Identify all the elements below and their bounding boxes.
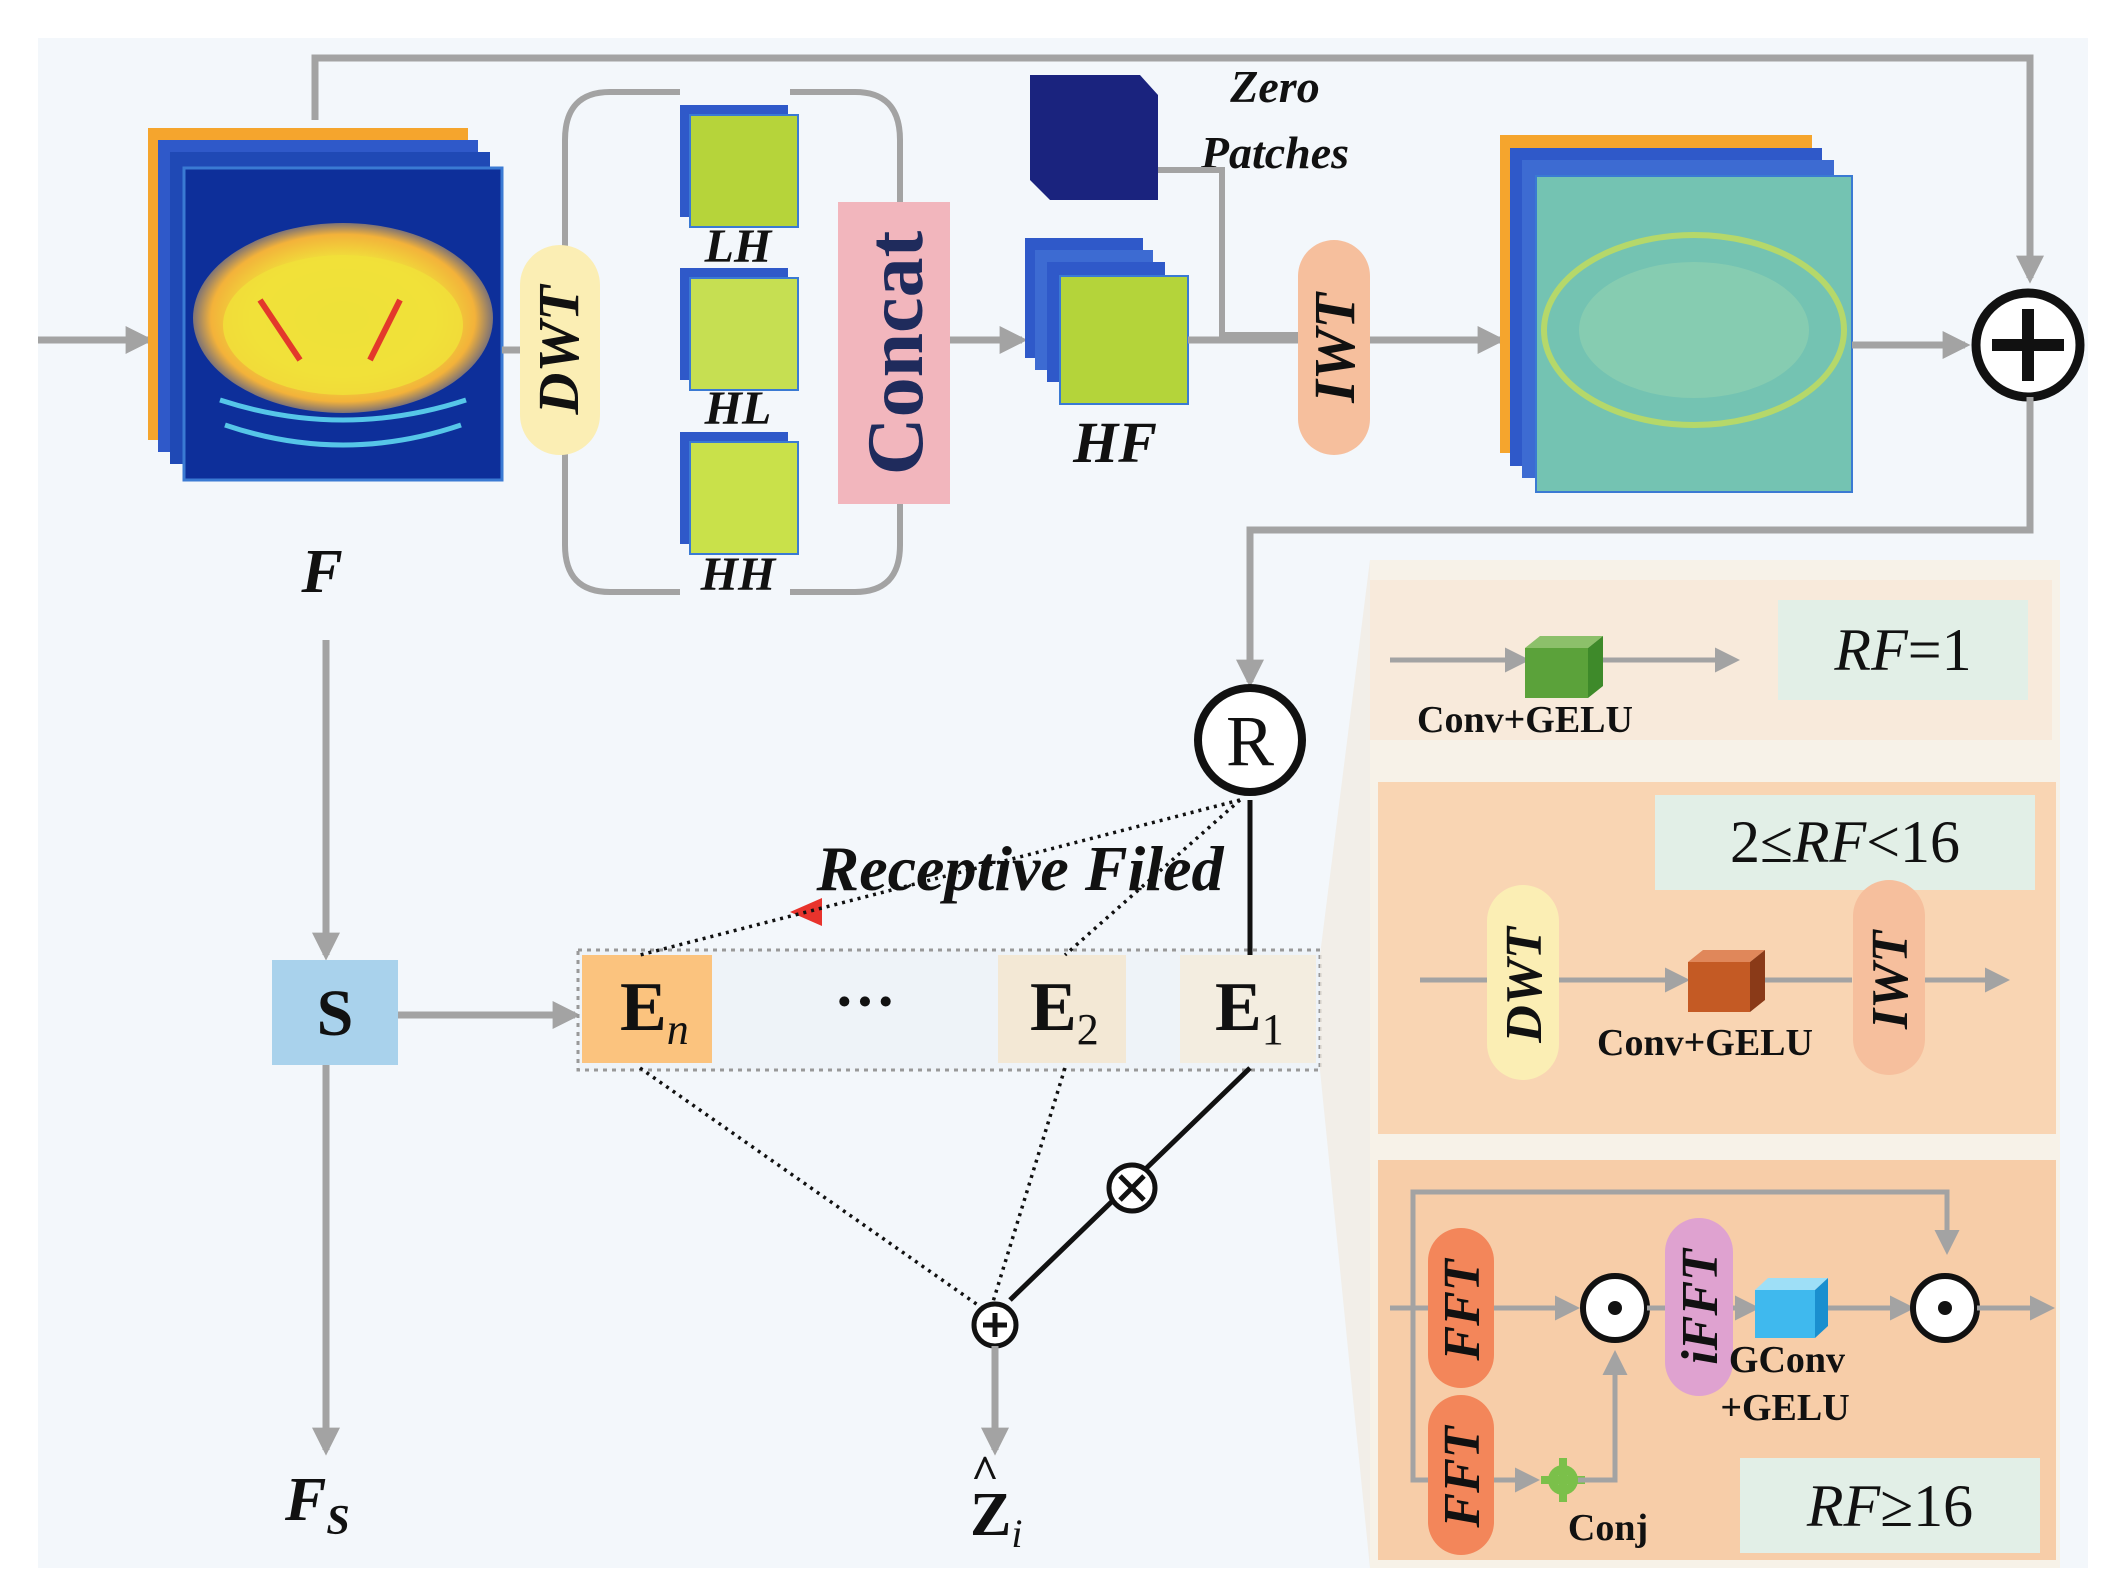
z-label: Zi: [970, 1481, 1022, 1556]
expert-en-sub: n: [667, 1005, 689, 1054]
panel-rf2-dwt-pill: [1487, 885, 1559, 1080]
iwt-label: IWT: [1302, 291, 1367, 404]
skip-connection-line: [311, 54, 2044, 284]
fs-label: FS: [284, 1466, 350, 1544]
feature-map-stack-f: [148, 128, 504, 482]
expert-e1-main: E: [1215, 969, 1262, 1046]
panel-rf2-suffix: <16: [1866, 809, 1960, 875]
hf-label: HF: [1072, 410, 1157, 475]
concat-label: Concat: [852, 230, 940, 475]
receptive-field-label: Receptive Filed: [816, 833, 1225, 904]
panel-rf2-iwt-label: IWT: [1862, 929, 1919, 1030]
panel-rf2-label: 2≤RF<16: [1730, 809, 1960, 875]
panel-rf1-box: [1778, 600, 2028, 700]
fs-sub: S: [326, 1498, 349, 1544]
panel-rf3-gconv-label-2: +GELU: [1720, 1387, 1849, 1429]
hh-label: HH: [700, 548, 777, 601]
panel-rf1-suffix: =1: [1908, 617, 1972, 683]
combine-dotted-lines: [638, 1066, 1067, 1312]
expert-e2: [998, 955, 1126, 1063]
ellipsis-label: ···: [834, 968, 896, 1036]
hf-feature-stack: [1025, 238, 1189, 405]
r-circle-icon: R: [1194, 684, 1306, 796]
multiply-circle-icon: [1106, 1162, 1158, 1214]
dwt-pill: [520, 245, 600, 455]
expert-e2-main: E: [1030, 969, 1077, 1046]
expert-en-label: En: [620, 969, 689, 1054]
lh-label: LH: [704, 220, 773, 273]
panel-rf3-var: RF: [1806, 1473, 1882, 1539]
z-main: Z: [970, 1481, 1011, 1549]
expert-e1-label: E1: [1215, 969, 1284, 1054]
expert-en: [582, 955, 712, 1063]
panel-rf2-prefix: 2≤: [1730, 809, 1793, 875]
router-dotted-lines: [639, 798, 1242, 957]
subband-hh-image: [680, 432, 799, 555]
panel-rf3-fft2-pill: [1428, 1395, 1494, 1555]
expert-en-main: E: [620, 969, 667, 1046]
panel-rf2-iwt-pill: [1853, 880, 1925, 1075]
panel-rf1-var: RF: [1833, 617, 1909, 683]
r-symbol: R: [1226, 701, 1274, 781]
expert-e1-sub: 1: [1262, 1005, 1284, 1054]
iwt-pill: [1298, 240, 1370, 455]
cube-icon: [1755, 1278, 1828, 1338]
dwt-label: DWT: [526, 283, 591, 415]
panel-rf3-ifft-pill: [1665, 1218, 1733, 1396]
panel-rf3-suffix: ≥16: [1880, 1473, 1973, 1539]
fs-main: F: [284, 1466, 326, 1534]
zoom-fan: [1320, 560, 1370, 1568]
gear-icon: [1541, 1458, 1585, 1502]
subband-lh-image: [680, 105, 799, 228]
panel-rf3-conj-label: Conj: [1568, 1507, 1648, 1549]
s-label: S: [317, 977, 354, 1050]
expert-e2-sub: 2: [1077, 1005, 1099, 1054]
zero-patches-label-1: Zero: [1229, 61, 1319, 112]
cube-icon: [1525, 636, 1603, 698]
dot-circle-icon: [1910, 1273, 1980, 1343]
panel-rf3-fft1-label: FFT: [1434, 1257, 1491, 1361]
plus-circle-icon: [1971, 288, 2085, 402]
panel-rf3-lower-branch: [1410, 1308, 1540, 1493]
s-block: [272, 960, 398, 1065]
concat-block: [838, 202, 950, 504]
panel-rf3-box: [1740, 1458, 2040, 1553]
panel-rf3-conj-line: [1578, 1350, 1628, 1483]
zero-patches-line: [1158, 167, 1300, 338]
panel-rf2-var: RF: [1792, 809, 1868, 875]
subband-hl-image: [680, 268, 799, 391]
panel-rf1-conv-label: Conv+GELU: [1417, 699, 1633, 741]
panel-rf3-fft1-pill: [1428, 1228, 1494, 1388]
panel-rf2-box: [1655, 795, 2035, 890]
panel-rf3-ifft-label: iFFT: [1672, 1247, 1729, 1365]
panel-rf3-fft2-label: FFT: [1434, 1424, 1491, 1528]
z-sub: i: [1011, 1511, 1022, 1556]
f-label: F: [300, 538, 342, 606]
sum-to-r-line: [1236, 397, 2034, 688]
panel-rf2-dwt-label: DWT: [1496, 925, 1553, 1044]
expert-e1: [1180, 955, 1316, 1063]
panel-rf3-skip-line: [1410, 1189, 1960, 1310]
hl-label: HL: [704, 382, 772, 435]
z-hat: ^: [971, 1446, 999, 1499]
cube-icon: [1688, 950, 1765, 1012]
panel-rf3-label: RF≥16: [1806, 1473, 1973, 1539]
dot-circle-icon: [1580, 1273, 1650, 1343]
reconstructed-feature-stack: [1500, 135, 1853, 493]
panel-rf1-label: RF=1: [1833, 617, 1971, 683]
small-plus-circle-icon: [971, 1301, 1019, 1349]
zero-patches-block: [1030, 75, 1158, 200]
expert-e2-label: E2: [1030, 969, 1099, 1054]
panel-rf2-conv-label: Conv+GELU: [1597, 1022, 1813, 1064]
panel-rf3-gconv-label-1: GConv: [1729, 1339, 1845, 1381]
